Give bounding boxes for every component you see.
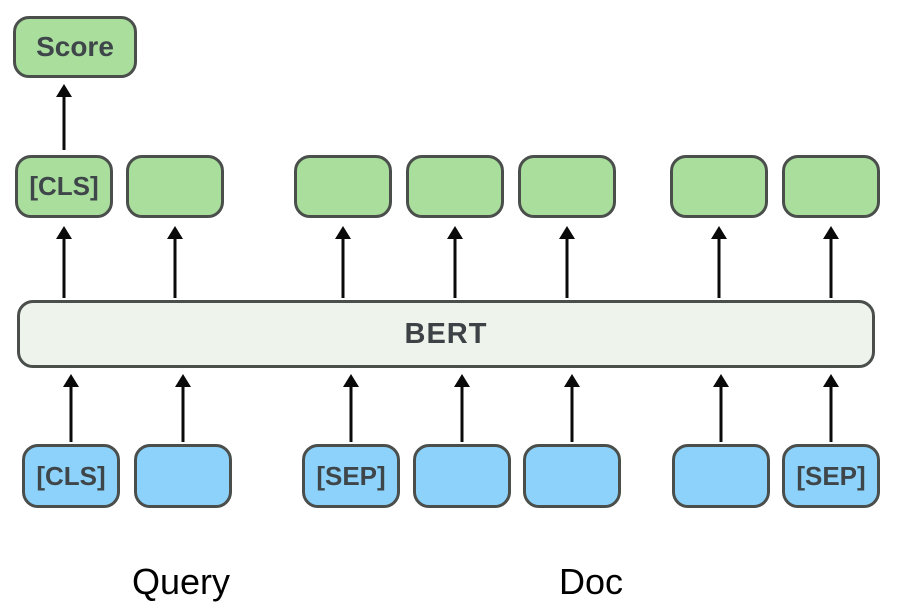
arrowhead-icon bbox=[711, 226, 727, 239]
arrow-up-icon bbox=[454, 374, 470, 442]
arrowhead-icon bbox=[823, 374, 839, 387]
arrow-up-icon bbox=[447, 226, 463, 298]
arrow-shaft bbox=[62, 236, 66, 298]
doc-group-label: Doc bbox=[558, 561, 624, 602]
output-token bbox=[670, 155, 768, 218]
input-token bbox=[672, 444, 770, 508]
arrow-shaft bbox=[341, 236, 345, 298]
arrowhead-icon bbox=[175, 374, 191, 387]
output-token-cls: [CLS] bbox=[15, 155, 113, 218]
input-token-sep: [SEP] bbox=[782, 444, 880, 508]
arrowhead-icon bbox=[167, 226, 183, 239]
output-token bbox=[782, 155, 880, 218]
input-token-sep: [SEP] bbox=[302, 444, 400, 508]
bert-bar: BERT bbox=[17, 300, 875, 368]
score-box: Score bbox=[13, 16, 137, 78]
arrow-shaft bbox=[453, 236, 457, 298]
output-token bbox=[294, 155, 392, 218]
arrowhead-icon bbox=[447, 226, 463, 239]
arrow-shaft bbox=[62, 94, 66, 150]
arrow-shaft bbox=[570, 384, 574, 442]
arrowhead-icon bbox=[56, 84, 72, 97]
arrow-up-icon bbox=[343, 374, 359, 442]
arrowhead-icon bbox=[823, 226, 839, 239]
arrow-shaft bbox=[719, 384, 723, 442]
arrowhead-icon bbox=[713, 374, 729, 387]
arrow-shaft bbox=[717, 236, 721, 298]
output-token bbox=[126, 155, 224, 218]
arrowhead-icon bbox=[564, 374, 580, 387]
arrow-up-icon bbox=[559, 226, 575, 298]
output-token bbox=[518, 155, 616, 218]
arrow-up-icon bbox=[713, 374, 729, 442]
arrow-up-icon bbox=[56, 226, 72, 298]
arrow-shaft bbox=[829, 384, 833, 442]
output-token bbox=[406, 155, 504, 218]
arrowhead-icon bbox=[63, 374, 79, 387]
arrow-up-icon bbox=[175, 374, 191, 442]
input-token bbox=[413, 444, 511, 508]
arrow-up-icon bbox=[823, 226, 839, 298]
arrow-shaft bbox=[349, 384, 353, 442]
arrow-up-icon bbox=[167, 226, 183, 298]
arrow-up-icon bbox=[63, 374, 79, 442]
arrow-shaft bbox=[181, 384, 185, 442]
arrow-shaft bbox=[69, 384, 73, 442]
arrow-up-icon bbox=[335, 226, 351, 298]
arrowhead-icon bbox=[343, 374, 359, 387]
arrow-shaft bbox=[173, 236, 177, 298]
arrow-up-icon bbox=[823, 374, 839, 442]
arrowhead-icon bbox=[454, 374, 470, 387]
input-token-cls: [CLS] bbox=[22, 444, 120, 508]
arrow-shaft bbox=[460, 384, 464, 442]
arrow-up-icon bbox=[711, 226, 727, 298]
arrowhead-icon bbox=[559, 226, 575, 239]
input-token bbox=[523, 444, 621, 508]
input-token bbox=[134, 444, 232, 508]
arrow-up-icon bbox=[56, 84, 72, 150]
arrow-up-icon bbox=[564, 374, 580, 442]
arrowhead-icon bbox=[335, 226, 351, 239]
arrowhead-icon bbox=[56, 226, 72, 239]
query-group-label: Query bbox=[131, 561, 231, 602]
arrow-shaft bbox=[829, 236, 833, 298]
arrow-shaft bbox=[565, 236, 569, 298]
